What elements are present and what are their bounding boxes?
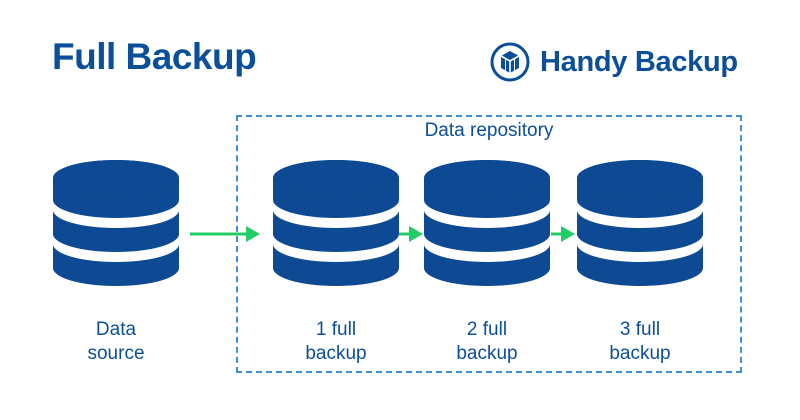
arrow-right-icon	[190, 226, 260, 242]
handy-backup-logo-icon	[490, 42, 530, 82]
full-backup-1-label: 1 full backup	[266, 318, 406, 366]
label-line: 3 full	[619, 319, 661, 340]
data-repository-label: Data repository	[424, 120, 554, 141]
full-backup-2-database-icon	[424, 160, 550, 286]
label-line: backup	[456, 343, 518, 364]
diagram-title: Full Backup	[52, 36, 257, 77]
full-backup-3-label: 3 full backup	[570, 318, 710, 366]
arrow-right-icon	[551, 226, 575, 242]
brand: Handy Backup	[490, 42, 738, 82]
arrow-right-icon	[399, 226, 423, 242]
data-repository-box	[236, 115, 742, 373]
label-line: backup	[305, 343, 367, 364]
label-line: 1 full	[315, 319, 357, 340]
data-source-label: Data source	[46, 318, 186, 366]
label-line: source	[87, 343, 145, 364]
data-source-database-icon	[53, 160, 179, 286]
label-line: Data	[95, 319, 137, 340]
full-backup-3-database-icon	[577, 160, 703, 286]
label-line: backup	[609, 343, 671, 364]
label-line: 2 full	[466, 319, 508, 340]
full-backup-1-database-icon	[273, 160, 399, 286]
full-backup-2-label: 2 full backup	[417, 318, 557, 366]
brand-name: Handy Backup	[540, 45, 738, 78]
